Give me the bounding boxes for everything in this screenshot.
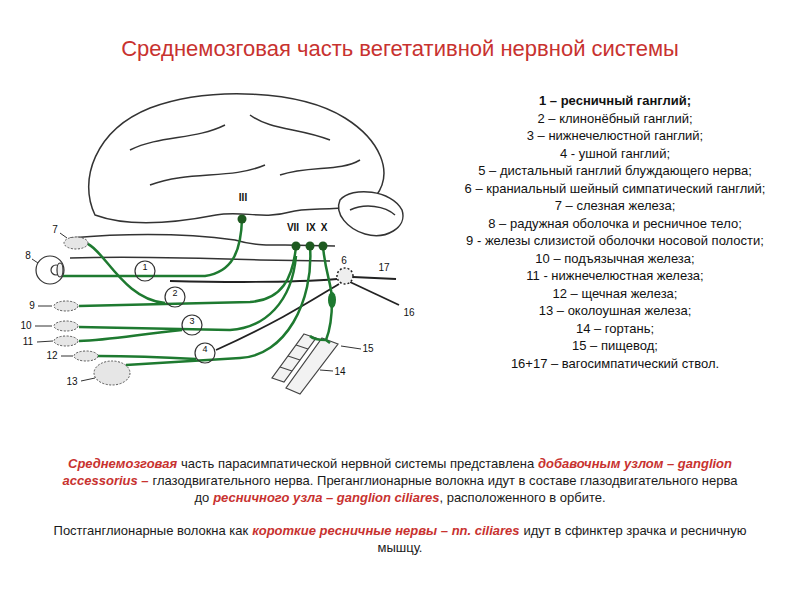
key-item: 2 – клинонёбный ганглий; xyxy=(448,110,782,128)
buccal-gland xyxy=(74,351,98,361)
sympathetic-fiber xyxy=(170,279,337,282)
leader-line xyxy=(37,341,53,342)
gyrus-line xyxy=(250,115,330,140)
key-item: 9 - железы слизистой оболочки носовой по… xyxy=(448,232,782,250)
key-item: 3 – нижнечелюстной ганглий; xyxy=(448,127,782,145)
nerve-label: IX xyxy=(306,223,315,233)
facial-fiber xyxy=(88,244,165,303)
nerve-label: III xyxy=(239,193,247,203)
callout-number: 13 xyxy=(66,377,77,387)
callout-number: 1 xyxy=(142,263,147,272)
key-item: 15 – пищевод; xyxy=(448,337,782,355)
key-item: 7 – слезная железа; xyxy=(448,197,782,215)
callout-number: 17 xyxy=(378,263,389,273)
leader-line xyxy=(60,233,67,238)
vagus-fiber xyxy=(310,246,332,343)
callout-number: 16 xyxy=(403,308,414,318)
key-item: 11 - нижнечелюстная железа; xyxy=(448,267,782,285)
parotid-gland xyxy=(94,361,130,385)
paragraph-text: часть парасимпатической нервной системы … xyxy=(181,456,534,471)
leader-line xyxy=(35,326,52,327)
nerve-root-dot xyxy=(292,242,301,251)
glossopharyngeal-fiber xyxy=(98,356,196,359)
nerve-label: VII xyxy=(287,223,299,233)
distal-vagus-ganglion xyxy=(328,292,336,308)
skull-base-line xyxy=(70,257,330,261)
larynx-ring xyxy=(280,345,308,371)
callout-number: 4 xyxy=(202,345,207,354)
key-item: 16+17 – вагосимпатический ствол. xyxy=(448,355,782,373)
callout-number: 12 xyxy=(46,351,57,361)
callout-number: 7 xyxy=(52,225,58,235)
key-item: 13 – околоушная железа; xyxy=(448,302,782,320)
note-paragraph: Постганглионарные волокна каккороткие ре… xyxy=(30,522,770,556)
sympathetic-trunk xyxy=(353,277,396,279)
parasympathetic-ganglion xyxy=(165,287,185,307)
sympathetic-trunk xyxy=(350,282,399,305)
cervical-sympathetic-ganglion xyxy=(337,268,353,284)
callout-number: 3 xyxy=(189,317,194,326)
note-paragraph: Среднемозговая часть парасимпатической не… xyxy=(30,455,770,506)
paragraph-text: , расположенного в орбите. xyxy=(439,490,605,505)
term-highlight: ресничного узла – ganglion ciliares xyxy=(213,490,439,505)
gyrus-line xyxy=(130,125,225,150)
nerve-root-dot xyxy=(238,215,247,224)
leader-line xyxy=(320,370,333,371)
callout-number: 10 xyxy=(20,321,31,331)
key-item: 6 – краниальный шейный симпатический ган… xyxy=(448,180,782,198)
leader-line xyxy=(38,306,52,307)
key-item: 4 - ушной ганглий; xyxy=(448,145,782,163)
nasal-glands xyxy=(54,301,78,311)
page-title: Среднемозговая часть вегетативной нервно… xyxy=(0,36,800,62)
callout-number: 8 xyxy=(25,251,31,261)
key-item: 1 – ресничный ганглий; xyxy=(448,92,782,110)
parasympathetic-ganglion xyxy=(182,315,202,335)
key-list: 1 – ресничный ганглий;2 – клинонёбный га… xyxy=(448,92,782,372)
callout-number: 9 xyxy=(29,301,35,311)
parasympathetic-ganglion xyxy=(135,261,155,281)
paragraph-text: Постганглионарные волокна как xyxy=(54,523,249,538)
key-item: 14 – гортань; xyxy=(448,320,782,338)
cerebellum-outline xyxy=(339,192,403,236)
eye-ball xyxy=(36,256,64,284)
facial-fiber xyxy=(79,256,296,330)
lacrimal-gland xyxy=(64,237,88,249)
parasympathetic-ganglion xyxy=(195,343,215,363)
key-item: 12 – щечная железа; xyxy=(448,285,782,303)
eye-lens xyxy=(57,263,63,277)
callout-number: 14 xyxy=(334,367,345,377)
leader-line xyxy=(61,356,73,357)
gyrus-line xyxy=(280,160,360,175)
cerebellum-fold xyxy=(350,206,395,215)
callout-number: 11 xyxy=(23,337,33,347)
leader-line xyxy=(32,259,38,263)
sublingual-gland xyxy=(54,321,78,331)
callout-number: 2 xyxy=(172,289,177,298)
nerve-root-dot xyxy=(306,242,315,251)
callout-number: 15 xyxy=(362,344,373,354)
gyrus-line xyxy=(150,165,265,185)
submandibular-gland xyxy=(54,336,78,346)
key-item: 10 – подъязычная железа; xyxy=(448,250,782,268)
oculomotor-fiber xyxy=(63,219,242,276)
key-item: 8 – радужная оболочка и ресничное тело; xyxy=(448,215,782,233)
key-item: 5 – дистальный ганглий блуждающего нерва… xyxy=(448,162,782,180)
leader-line xyxy=(341,346,361,349)
glossopharyngeal-fiber xyxy=(126,246,310,365)
leader-line xyxy=(81,378,95,381)
facial-fiber xyxy=(79,330,182,341)
term-highlight: короткие ресничные нервы – nn. ciliares xyxy=(252,523,519,538)
callout-number: 6 xyxy=(341,256,347,266)
nerve-label: X xyxy=(321,223,328,233)
facial-fiber xyxy=(79,246,296,306)
term-highlight: Среднемозговая xyxy=(68,456,177,471)
nerve-root-dot xyxy=(319,242,328,251)
